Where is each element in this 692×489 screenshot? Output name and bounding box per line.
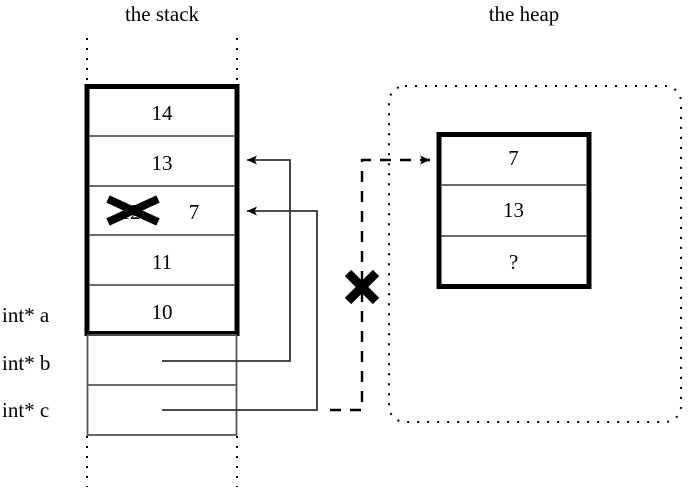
variable-label-b: int* b (2, 351, 51, 375)
stack-guide-dotted-bottom (86, 436, 238, 487)
heap-cell-value-0: 7 (508, 146, 519, 170)
stack-cell-value-3: 11 (151, 250, 173, 274)
pointer-line-c-to-stack (162, 206, 318, 411)
stack-cell-value-0: 14 (151, 101, 173, 125)
pointer-line-b (162, 155, 291, 362)
variable-label-a: int* a (2, 303, 50, 327)
dangling-pointer-dashed (330, 155, 430, 412)
struck-value-x-mark (106, 195, 160, 226)
stack-cell-value-1: 13 (151, 151, 173, 175)
invalid-pointer-x-mark (344, 269, 380, 305)
heap-region-boundary (388, 85, 682, 423)
stack-allocated-frame (84, 84, 240, 336)
stack-cell-value-2: 7 (188, 200, 200, 224)
heap-block (436, 132, 592, 289)
heap-title: the heap (488, 2, 560, 26)
variable-label-c: int* c (2, 398, 50, 422)
stack-free-cells (86, 334, 238, 436)
heap-cell-value-1: 13 (503, 198, 524, 222)
stack-title: the stack (124, 2, 200, 26)
stack-cell-value-4: 10 (151, 300, 173, 324)
heap-cell-value-2: ? (508, 250, 519, 274)
stack-guide-dotted-top (86, 38, 238, 86)
